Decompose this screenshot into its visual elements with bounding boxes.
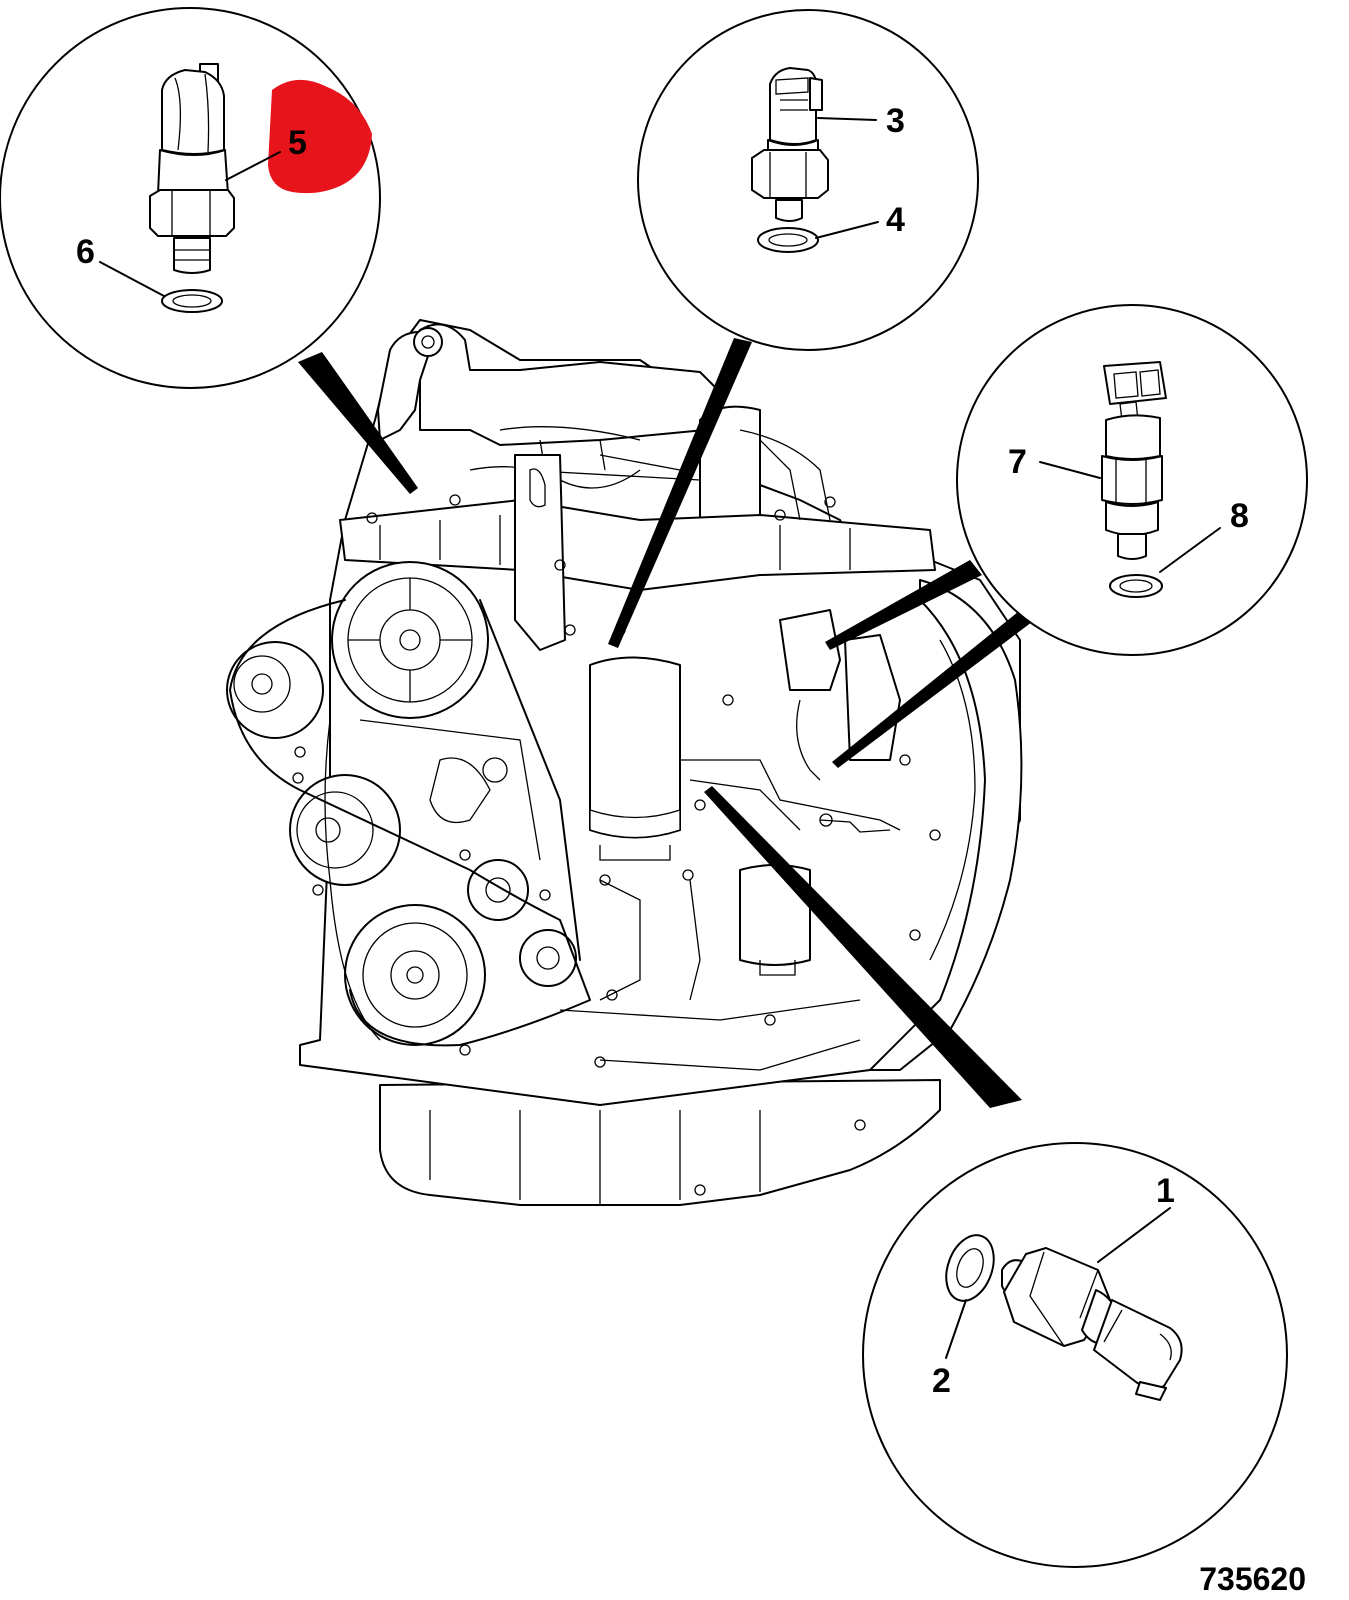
callout-7: 7 <box>1008 443 1027 481</box>
callout-8: 8 <box>1230 497 1249 535</box>
detail-circle-1-2: 1 2 <box>862 1142 1288 1568</box>
engine-assembly <box>226 319 1023 1206</box>
highlight-marker <box>268 79 372 194</box>
leader-wedge-7-8-upper <box>825 560 982 650</box>
leader-wedge-1-2 <box>704 786 1022 1108</box>
callout-4: 4 <box>886 201 905 239</box>
leader-wedge-5-6 <box>298 352 418 494</box>
temperature-switch-7 <box>1101 361 1167 560</box>
figure-number: 735620 <box>1199 1561 1306 1597</box>
temperature-sender-1 <box>1001 1247 1183 1401</box>
pressure-sensor-3 <box>751 67 829 222</box>
detail-circle-7-8: 7 8 <box>956 304 1308 656</box>
callout-1: 1 <box>1156 1172 1175 1210</box>
callout-6: 6 <box>76 233 95 271</box>
pressure-switch-5 <box>149 63 235 274</box>
leader-wedge-7-8-lower <box>832 612 1032 768</box>
detail-leaders <box>298 338 1032 1108</box>
leader-wedge-3-4 <box>608 338 752 648</box>
callout-2: 2 <box>932 1362 951 1400</box>
callout-3: 3 <box>886 102 905 140</box>
detail-circle-3-4: 3 4 <box>637 9 979 351</box>
callout-5: 5 <box>288 124 307 162</box>
detail-circle-5-6: 5 6 <box>0 7 381 389</box>
